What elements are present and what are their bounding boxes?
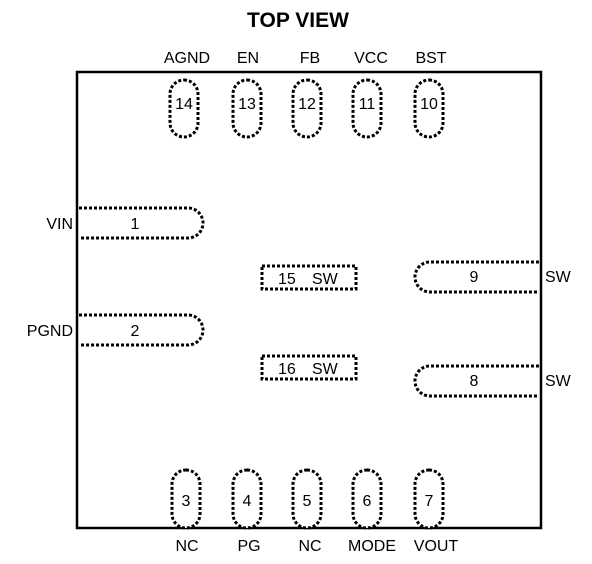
pin-8-number: 8 — [470, 373, 479, 390]
pin-16-pad — [260, 354, 358, 381]
pin-15-pad — [260, 264, 358, 291]
pin-3-number: 3 — [182, 493, 191, 510]
pin-1-name: VIN — [46, 216, 73, 233]
pin-10-pad — [413, 78, 445, 139]
pin-7-name: VOUT — [414, 538, 459, 555]
pin-2-pad — [79, 313, 205, 347]
pin-9-pad — [413, 260, 539, 294]
pin-11-number: 11 — [359, 96, 376, 113]
pin-11-pad — [351, 78, 383, 139]
pin-14-pad — [168, 78, 200, 139]
pin-2-name: PGND — [27, 323, 73, 340]
pin-12-name: FB — [300, 50, 320, 67]
pin-16-name: SW — [312, 361, 339, 378]
pin-12-pad — [291, 78, 323, 139]
pin-5-number: 5 — [303, 493, 312, 510]
diagram-title: TOP VIEW — [247, 9, 349, 32]
pin-6-pad — [351, 468, 383, 530]
pin-10-name: BST — [415, 50, 446, 67]
pin-7-pad — [413, 468, 445, 530]
pin-1-pad — [79, 206, 205, 240]
package-outline — [75, 70, 543, 530]
pin-8-name: SW — [545, 373, 572, 390]
pin-14-number: 14 — [175, 96, 193, 113]
pin-8-pad — [413, 364, 539, 398]
pin-13-pad — [231, 78, 263, 139]
pin-4-number: 4 — [243, 493, 252, 510]
pin-10-number: 10 — [420, 96, 438, 113]
pin-14-name: AGND — [164, 50, 210, 67]
pin-13-name: EN — [237, 50, 259, 67]
pin-9-number: 9 — [470, 269, 479, 286]
pin-5-pad — [291, 468, 323, 530]
pin-15-number: 15 — [278, 271, 296, 288]
pin-4-pad — [231, 468, 263, 530]
pin-3-pad — [170, 468, 202, 530]
pin-11-name: VCC — [354, 50, 388, 67]
pin-16-number: 16 — [278, 361, 296, 378]
pin-1-number: 1 — [131, 216, 140, 233]
pin-4-name: PG — [237, 538, 260, 555]
pin-6-number: 6 — [363, 493, 372, 510]
pin-5-name: NC — [298, 538, 321, 555]
pin-15-name: SW — [312, 271, 339, 288]
pin-9-name: SW — [545, 269, 572, 286]
pin-6-name: MODE — [348, 538, 396, 555]
pin-7-number: 7 — [425, 493, 434, 510]
pin-3-name: NC — [175, 538, 198, 555]
pin-13-number: 13 — [238, 96, 256, 113]
pin-2-number: 2 — [131, 323, 140, 340]
pin-12-number: 12 — [298, 96, 316, 113]
